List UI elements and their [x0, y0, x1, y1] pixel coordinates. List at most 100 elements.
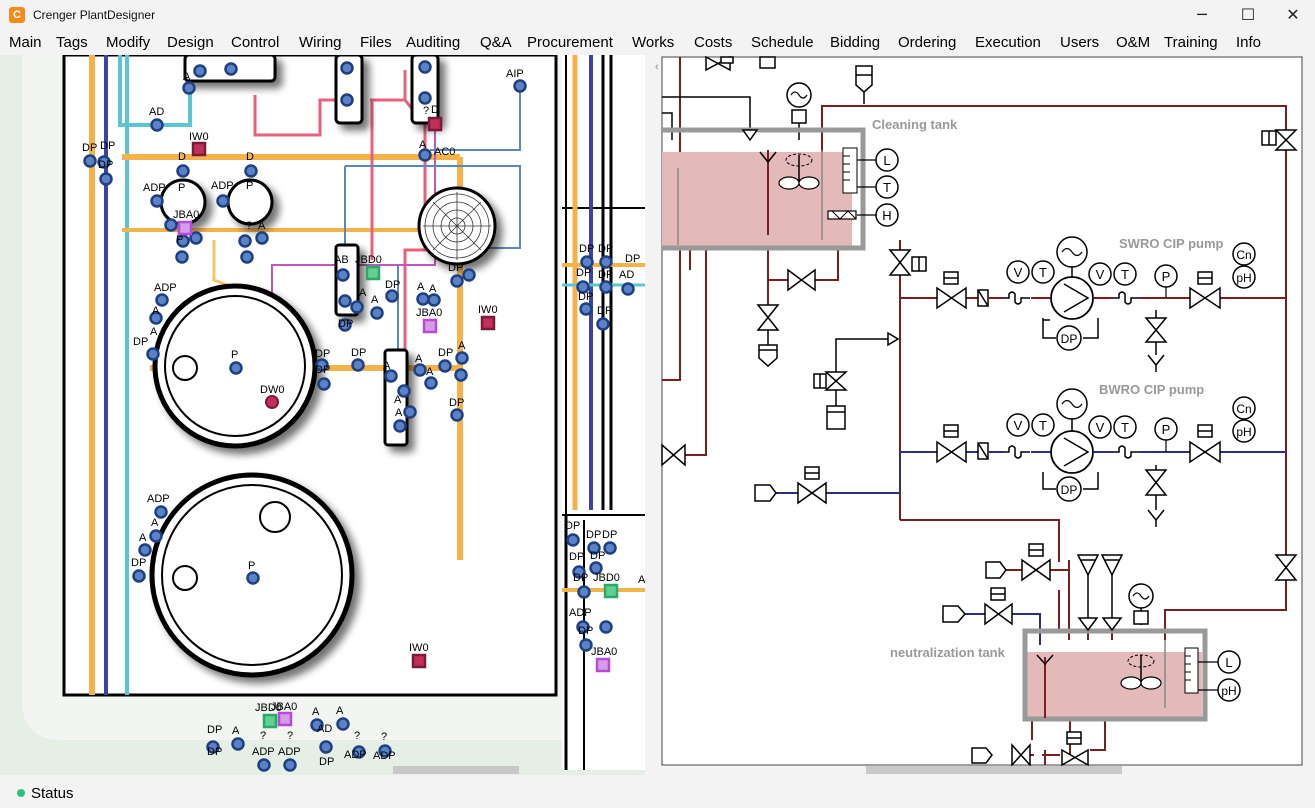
tag-label: A	[417, 281, 425, 293]
instrument-labels: L T H V T V T P Cn pH DP V T V T P Cn pH…	[882, 153, 1251, 698]
tag-label: DP	[338, 318, 353, 330]
tag-label: A	[359, 287, 367, 299]
pid-canvas[interactable]: ‹	[655, 55, 1315, 775]
app-logo-icon: C	[9, 7, 25, 23]
tag-label: A	[336, 705, 344, 717]
tag-label: DP	[573, 572, 588, 584]
tag-label: ADP	[211, 180, 234, 192]
tag-label: A	[395, 407, 403, 419]
layout-canvas[interactable]: A AIP AD IW0 DP DP DP D D ADP P ADP P JB…	[0, 55, 655, 775]
svg-text:V: V	[1096, 420, 1105, 435]
menu-control[interactable]: Control	[231, 34, 280, 51]
status-label[interactable]: Status	[31, 785, 74, 802]
tag-label: DP	[578, 625, 593, 637]
instrument-markers[interactable]	[83, 60, 635, 772]
blue-pipework	[776, 451, 1286, 645]
tag-label: AC0	[434, 146, 455, 158]
menu-costs[interactable]: Costs	[694, 34, 733, 51]
tag-label: ADP	[143, 182, 166, 194]
close-button[interactable]: ✕	[1286, 5, 1300, 24]
tag-label: D	[178, 151, 186, 163]
tag-label: DW0	[260, 384, 284, 396]
menu-files[interactable]: Files	[360, 34, 392, 51]
svg-text:pH: pH	[1236, 425, 1251, 439]
layout-h-scrollbar[interactable]	[393, 766, 519, 774]
tag-label: ?	[246, 220, 252, 232]
menu-modify[interactable]: Modify	[106, 34, 151, 51]
menu-main[interactable]: Main	[9, 34, 42, 51]
tag-squares[interactable]	[177, 116, 619, 729]
tag-label: ADP	[278, 746, 301, 758]
tag-label: A	[383, 360, 391, 372]
tag-label: AIP	[506, 68, 524, 80]
tag-label: DP	[98, 159, 113, 171]
tag-label: IW0	[189, 131, 209, 143]
menu-qa[interactable]: Q&A	[480, 34, 512, 51]
tag-label: DP	[100, 140, 115, 152]
tag-label: A	[150, 326, 158, 338]
tag-label: A	[429, 283, 437, 295]
neutralization-tank-label: neutralization tank	[890, 645, 1006, 660]
tag-label: ADP	[373, 750, 396, 762]
neutralization-tank[interactable]	[1022, 628, 1208, 722]
tag-label: DP	[449, 397, 464, 409]
swro-cip-pump[interactable]	[1050, 267, 1094, 320]
tag-label: D	[431, 104, 439, 116]
status-bar: Status	[0, 778, 1315, 808]
valves[interactable]	[661, 55, 1298, 767]
layout-view[interactable]: A AIP AD IW0 DP DP DP D D ADP P ADP P JB…	[0, 55, 655, 775]
menu-schedule[interactable]: Schedule	[751, 34, 814, 51]
svg-text:Cn: Cn	[1236, 402, 1251, 416]
menu-ordering[interactable]: Ordering	[898, 34, 957, 51]
menu-execution[interactable]: Execution	[975, 34, 1041, 51]
menu-training[interactable]: Training	[1164, 34, 1218, 51]
tag-label: P	[248, 560, 255, 572]
tag-label: P	[176, 234, 183, 246]
drain-marker[interactable]	[265, 395, 279, 409]
tag-label: DP	[597, 305, 612, 317]
menu-info[interactable]: Info	[1236, 34, 1262, 51]
svg-text:V: V	[1014, 265, 1023, 280]
tag-label: DP	[131, 557, 146, 569]
minimize-button[interactable]: ─	[1197, 5, 1207, 24]
tag-label: JBA0	[173, 209, 199, 221]
menu-tags[interactable]: Tags	[56, 34, 88, 51]
tag-label: ?	[287, 730, 293, 742]
maximize-button[interactable]: ☐	[1240, 5, 1256, 24]
scroll-left-icon[interactable]: ‹	[655, 61, 659, 73]
menu-bidding[interactable]: Bidding	[830, 34, 881, 51]
tag-label: A	[151, 517, 159, 529]
svg-text:L: L	[883, 153, 890, 168]
menu-design[interactable]: Design	[167, 34, 214, 51]
menu-users[interactable]: Users	[1060, 34, 1100, 51]
tag-label: DP	[82, 142, 97, 154]
tag-label: ADP	[147, 493, 170, 505]
tag-label: A	[638, 574, 646, 586]
pid-view[interactable]: ‹	[655, 55, 1315, 775]
pid-h-scrollbar[interactable]	[866, 766, 1122, 774]
tag-label: ADP	[154, 282, 177, 294]
tag-label: JBA0	[271, 701, 297, 713]
svg-text:P: P	[1162, 422, 1171, 437]
cleaning-tank[interactable]	[662, 127, 866, 251]
menu-procurement[interactable]: Procurement	[527, 34, 613, 51]
swro-pump-label: SWRO CIP pump	[1119, 236, 1224, 251]
svg-text:P: P	[1162, 269, 1171, 284]
window-title: Crenger PlantDesigner	[33, 8, 156, 22]
svg-text:T: T	[883, 180, 891, 195]
svg-text:pH: pH	[1221, 684, 1236, 698]
instrument-bubbles[interactable]	[875, 148, 1256, 702]
tag-label: JBD0	[355, 254, 382, 266]
svg-text:L: L	[1225, 655, 1232, 670]
layout-tag-labels: A AIP AD IW0 DP DP DP D D ADP P ADP P JB…	[82, 68, 646, 768]
bwro-cip-pump[interactable]	[1050, 419, 1094, 474]
tag-label: ?	[423, 105, 429, 117]
menu-wiring[interactable]: Wiring	[299, 34, 342, 51]
tag-label: DP	[598, 243, 613, 255]
tag-label: A	[258, 220, 266, 232]
tag-label: DP	[576, 267, 591, 279]
menu-om[interactable]: O&M	[1116, 34, 1151, 51]
menu-auditing[interactable]: Auditing	[406, 34, 461, 51]
tag-label: A	[139, 532, 147, 544]
menu-works[interactable]: Works	[632, 34, 675, 51]
